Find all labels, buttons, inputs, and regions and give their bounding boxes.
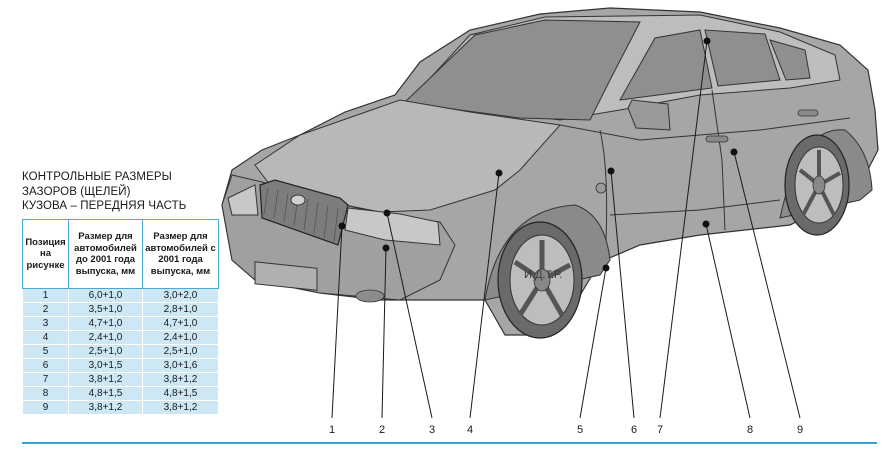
cell-position: 9 (22, 400, 69, 415)
license-plate (254, 261, 318, 291)
cell-before-2001: 2,4+1,0 (68, 330, 143, 345)
sill-line (609, 199, 781, 216)
front-door-handle (705, 135, 729, 143)
header-before-2001: Размер для автомобилей до 2001 года выпу… (68, 219, 143, 289)
callout-number-9: 9 (796, 424, 804, 436)
grille (259, 179, 349, 246)
watermark: И.Д.Т.Р. (524, 269, 562, 281)
leader-line-5 (579, 267, 607, 419)
table-row: 9 3,8+1,2 3,8+1,2 (22, 400, 219, 415)
cell-after-2001: 3,0+1,6 (142, 358, 219, 373)
headlight-left (344, 207, 441, 246)
table-row: 7 3,8+1,2 3,8+1,2 (22, 372, 219, 387)
section-title: КОНТРОЛЬНЫЕ РАЗМЕРЫ ЗАЗОРОВ (ЩЕЛЕЙ) КУЗО… (22, 170, 222, 214)
cell-before-2001: 4,7+1,0 (68, 316, 143, 331)
bottom-divider (22, 442, 877, 444)
cell-after-2001: 4,8+1,5 (142, 386, 219, 401)
headlight-right (227, 184, 259, 216)
cell-position: 8 (22, 386, 69, 401)
fog-light (355, 289, 385, 303)
callout-leaders (331, 40, 801, 419)
table-row: 3 4,7+1,0 4,7+1,0 (22, 316, 219, 331)
table-row: 1 6,0+1,0 3,0+2,0 (22, 288, 219, 303)
cell-after-2001: 2,5+1,0 (142, 344, 219, 359)
leader-line-8 (705, 223, 751, 419)
leader-line-7 (659, 40, 708, 419)
cell-before-2001: 2,5+1,0 (68, 344, 143, 359)
cell-before-2001: 3,8+1,2 (68, 372, 143, 387)
table-row: 4 2,4+1,0 2,4+1,0 (22, 330, 219, 345)
callout-point-6 (607, 167, 615, 175)
leader-line-6 (610, 170, 635, 419)
callout-point-4 (495, 169, 503, 177)
callout-point-5 (602, 264, 610, 272)
callout-number-3: 3 (428, 424, 436, 436)
callout-number-5: 5 (576, 424, 584, 436)
cell-after-2001: 2,8+1,0 (142, 302, 219, 317)
leader-line-4 (469, 172, 500, 419)
leader-line-1 (331, 225, 343, 419)
title-line-1: КОНТРОЛЬНЫЕ РАЗМЕРЫ (22, 171, 172, 183)
cell-before-2001: 3,8+1,2 (68, 400, 143, 415)
header-after-2001: Размер для автомобилей с 2001 года выпус… (142, 219, 219, 289)
cell-after-2001: 2,4+1,0 (142, 330, 219, 345)
table-row: 2 3,5+1,0 2,8+1,0 (22, 302, 219, 317)
rear-door-handle (797, 109, 819, 117)
shoulder-line (559, 117, 851, 141)
cell-position: 6 (22, 358, 69, 373)
cell-position: 2 (22, 302, 69, 317)
cell-position: 5 (22, 344, 69, 359)
cell-after-2001: 3,8+1,2 (142, 400, 219, 415)
cell-before-2001: 6,0+1,0 (68, 288, 143, 303)
cell-after-2001: 4,7+1,0 (142, 316, 219, 331)
cell-position: 7 (22, 372, 69, 387)
leader-line-2 (381, 247, 387, 419)
callout-number-8: 8 (746, 424, 754, 436)
callout-point-8 (702, 220, 710, 228)
front-side-window (619, 29, 713, 101)
callout-number-7: 7 (656, 424, 664, 436)
callout-point-7 (703, 37, 711, 45)
cell-position: 4 (22, 330, 69, 345)
callout-number-4: 4 (466, 424, 474, 436)
callout-point-9 (730, 148, 738, 156)
table-row: 5 2,5+1,0 2,5+1,0 (22, 344, 219, 359)
side-mirror (627, 99, 671, 131)
table-row: 6 3,0+1,5 3,0+1,6 (22, 358, 219, 373)
cell-position: 3 (22, 316, 69, 331)
callout-number-2: 2 (378, 424, 386, 436)
front-wheel (497, 221, 583, 339)
windshield (403, 19, 641, 121)
rear-wheel (784, 134, 850, 236)
leader-line-3 (386, 212, 433, 419)
gap-dimensions-table: Позиция на рисунке Размер для автомобиле… (22, 219, 219, 415)
table-header-row: Позиция на рисунке Размер для автомобиле… (22, 219, 219, 289)
callout-points (338, 37, 738, 272)
table-row: 8 4,8+1,5 4,8+1,5 (22, 386, 219, 401)
leader-line-9 (733, 151, 801, 419)
side-marker (595, 182, 607, 194)
cell-after-2001: 3,8+1,2 (142, 372, 219, 387)
quarter-window (769, 39, 811, 81)
callout-point-3 (383, 209, 391, 217)
cell-position: 1 (22, 288, 69, 303)
cell-before-2001: 3,5+1,0 (68, 302, 143, 317)
header-position: Позиция на рисунке (22, 219, 69, 289)
badge-emblem (290, 194, 306, 206)
cell-after-2001: 3,0+2,0 (142, 288, 219, 303)
callout-point-2 (382, 244, 390, 252)
callout-point-1 (338, 222, 346, 230)
rear-side-window (704, 29, 781, 87)
title-line-2: ЗАЗОРОВ (ЩЕЛЕЙ) (22, 185, 131, 198)
callout-number-1: 1 (328, 424, 336, 436)
callout-number-6: 6 (630, 424, 638, 436)
cell-before-2001: 3,0+1,5 (68, 358, 143, 373)
cell-before-2001: 4,8+1,5 (68, 386, 143, 401)
title-line-3: КУЗОВА – ПЕРЕДНЯЯ ЧАСТЬ (22, 200, 187, 212)
